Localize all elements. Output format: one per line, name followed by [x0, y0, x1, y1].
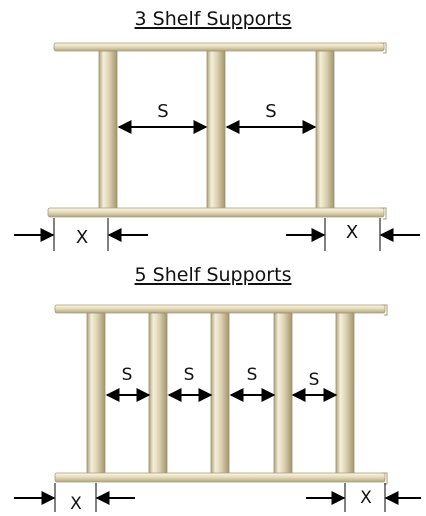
spacing-label-2: S — [265, 101, 276, 122]
diagram-title-5-supports: 5 Shelf Supports — [134, 264, 292, 286]
bottom-shelf-lower — [54, 472, 386, 483]
top-shelf-lower — [47, 207, 385, 218]
shelf-support-post-2 — [206, 50, 226, 210]
spacing-label-2: S — [184, 365, 195, 385]
spacing-label-1: S — [122, 365, 133, 385]
diagram-title-3-supports: 3 Shelf Supports — [134, 8, 292, 30]
edge-label-right: X — [346, 222, 358, 243]
shelf-support-post-3 — [210, 312, 230, 475]
shelf-support-post-5 — [335, 312, 355, 475]
spacing-label-4: S — [309, 370, 320, 390]
edge-label-left: X — [76, 227, 88, 248]
shelf-support-post-3 — [315, 50, 335, 210]
edge-label-left: X — [70, 494, 82, 514]
shelf-support-post-4 — [273, 312, 293, 475]
bottom-shelf-upper-lip — [381, 304, 388, 316]
bottom-shelf-upper — [54, 304, 386, 314]
top-shelf-upper — [53, 42, 385, 52]
five-support-diagram: S S S S X X — [14, 304, 421, 514]
shelf-support-post-1 — [86, 312, 106, 475]
spacing-label-1: S — [157, 101, 168, 122]
shelf-support-post-1 — [98, 50, 118, 210]
shelf-support-post-2 — [148, 312, 168, 475]
edge-label-right: X — [360, 488, 372, 508]
top-shelf-upper-lip — [380, 42, 387, 54]
three-support-diagram: S S X X — [14, 42, 420, 251]
top-shelf-lower-lip — [380, 207, 387, 220]
spacing-label-3: S — [247, 365, 258, 385]
